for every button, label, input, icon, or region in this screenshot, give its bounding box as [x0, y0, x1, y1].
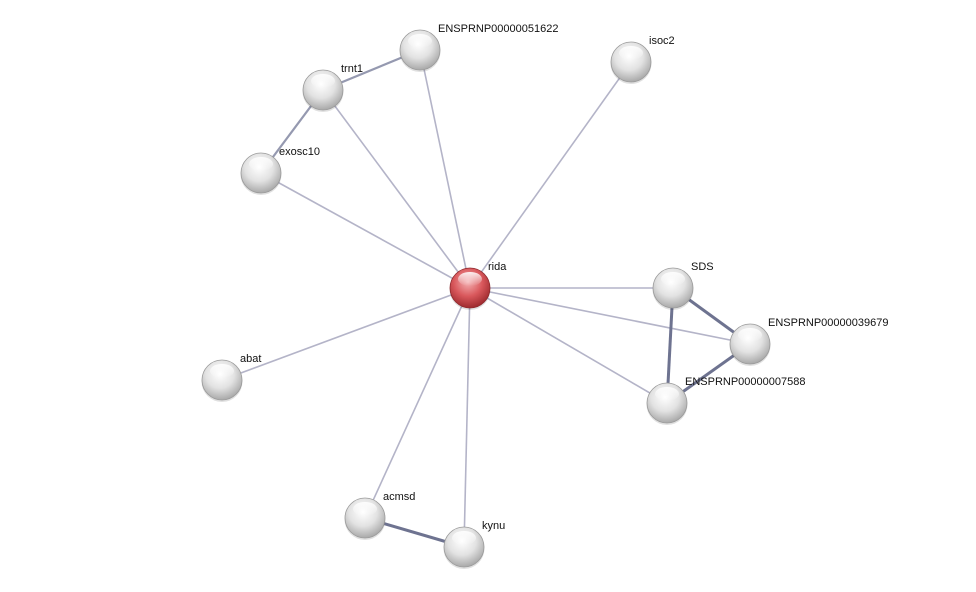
node-highlight — [655, 387, 679, 401]
node-label: ENSPRNP00000039679 — [768, 317, 888, 329]
node-exosc10[interactable]: exosc10 — [240, 146, 320, 195]
node-highlight — [210, 364, 234, 378]
node-label: kynu — [482, 520, 505, 532]
node-label: isoc2 — [649, 35, 675, 47]
node-n7588[interactable]: ENSPRNP00000007588 — [646, 376, 806, 425]
node-highlight — [661, 272, 685, 286]
node-n39679[interactable]: ENSPRNP00000039679 — [729, 317, 889, 366]
node-label: ENSPRNP00000051622 — [438, 23, 558, 35]
node-label: trnt1 — [341, 63, 363, 75]
node-abat[interactable]: abat — [201, 353, 262, 402]
node-rida[interactable]: rida — [449, 261, 508, 310]
edge-rida-exosc10[interactable] — [260, 172, 471, 289]
node-acmsd[interactable]: acmsd — [344, 491, 416, 540]
edge-rida-n39679[interactable] — [469, 287, 751, 345]
node-highlight — [458, 272, 482, 286]
node-highlight — [619, 46, 643, 60]
node-label: rida — [488, 261, 507, 273]
node-label: abat — [240, 353, 261, 365]
node-label: exosc10 — [279, 146, 320, 158]
edge-rida-n7588[interactable] — [469, 287, 668, 404]
edge-rida-trnt1[interactable] — [322, 89, 471, 289]
node-highlight — [249, 157, 273, 171]
node-highlight — [452, 531, 476, 545]
node-label: SDS — [691, 261, 714, 273]
node-isoc2[interactable]: isoc2 — [610, 35, 675, 84]
node-highlight — [408, 34, 432, 48]
node-label: ENSPRNP00000007588 — [685, 376, 805, 388]
edge-rida-kynu[interactable] — [463, 287, 471, 548]
node-highlight — [311, 74, 335, 88]
node-n51622[interactable]: ENSPRNP00000051622 — [399, 23, 559, 72]
node-kynu[interactable]: kynu — [443, 520, 506, 569]
node-label: acmsd — [383, 491, 415, 503]
edge-rida-isoc2[interactable] — [469, 61, 632, 289]
edge-rida-acmsd[interactable] — [364, 287, 471, 519]
node-highlight — [353, 502, 377, 516]
edge-rida-n51622[interactable] — [419, 49, 471, 289]
node-SDS[interactable]: SDS — [652, 261, 714, 310]
nodes-layer: rida ENSPRNP00000051622 isoc2 trnt1 exosc10S… — [201, 23, 889, 569]
node-trnt1[interactable]: trnt1 — [302, 63, 364, 112]
edge-rida-abat[interactable] — [221, 287, 471, 381]
node-highlight — [738, 328, 762, 342]
